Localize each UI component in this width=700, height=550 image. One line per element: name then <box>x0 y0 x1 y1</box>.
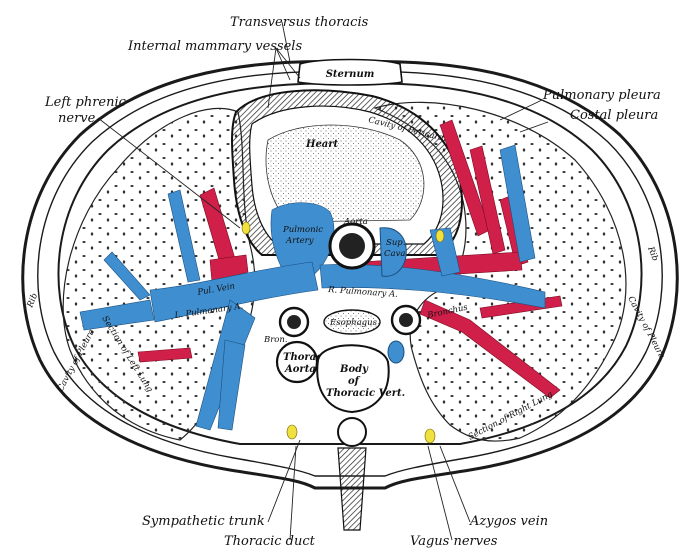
thoracic-aorta-label-2: Aorta <box>284 364 316 375</box>
vertebra-label-2: of <box>348 376 361 387</box>
callout-labels: Transversus thoracis Internal mammary ve… <box>44 15 661 549</box>
costal-pleura-label: Costal pleura <box>570 108 658 123</box>
r-pulmonary-artery-label: R. Pulmonary A. <box>327 285 398 300</box>
bronchus-left-label: Bron. <box>263 335 288 345</box>
great-vessels: Aorta Sup. Cava Pulmonic Artery <box>282 217 407 277</box>
left-phrenic-nerve-label-2: nerve <box>58 111 96 126</box>
transversus-thoracis-label: Transversus thoracis <box>230 15 369 30</box>
sternum: Sternum <box>297 58 403 86</box>
leader-lines <box>97 21 549 541</box>
left-phrenic-nerve-label-1: Left phrenic <box>44 95 127 110</box>
pulmonary-pleura-label: Pulmonary pleura <box>542 88 661 103</box>
thoracic-duct-label: Thoracic duct <box>224 534 316 549</box>
svc-label-2: Cava <box>384 249 405 259</box>
pulmonary-artery-label-1: Pulmonic <box>282 225 323 235</box>
pulmonary-arteries <box>79 144 546 431</box>
sympathetic-trunk-label: Sympathetic trunk <box>142 514 265 529</box>
right-lung <box>373 101 627 442</box>
vagus-nerves-label: Vagus nerves <box>410 534 498 549</box>
azygos-vein-label: Azygos vein <box>469 514 548 529</box>
rib-right-label: Rib <box>645 244 660 262</box>
pulmonary-artery-label-2: Artery <box>285 236 314 246</box>
vertebra-label-1: Body <box>339 364 369 375</box>
nerves <box>241 221 445 444</box>
thoracic-aorta-label-1: Thorac. <box>283 352 326 363</box>
vertebra-label-3: Thoracic Vert. <box>326 388 405 399</box>
aorta-label: Aorta <box>343 217 368 227</box>
posterior-mediastinum: Esophagus Thorac. Aorta Body of Thoracic… <box>275 309 405 531</box>
svc-label-1: Sup. <box>386 238 405 248</box>
sternum-label: Sternum <box>326 69 375 80</box>
internal-mammary-vessels-label: Internal mammary vessels <box>127 39 302 54</box>
oesophagus-label: Esophagus <box>329 318 378 328</box>
heart-label: Heart <box>305 139 339 150</box>
